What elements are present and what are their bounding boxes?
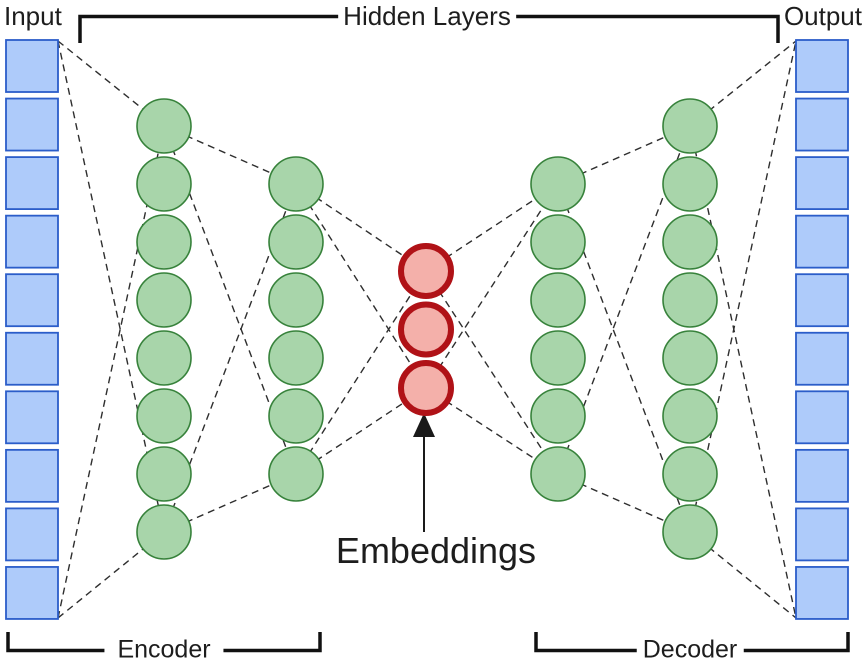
encoder-neuron [268, 446, 324, 502]
input-unit [5, 507, 59, 562]
decoder-neuron [530, 272, 586, 328]
decoder-neuron [530, 330, 586, 386]
output-unit [795, 566, 849, 620]
embedding-neuron [398, 301, 454, 358]
input-unit [5, 39, 59, 93]
decoder-neuron [662, 446, 718, 502]
decoder-neuron [530, 156, 586, 212]
input-label: Input [4, 1, 62, 31]
output-unit [795, 448, 849, 503]
connection-line [295, 270, 427, 475]
encoder-neuron [136, 388, 192, 444]
decoder-neuron [662, 388, 718, 444]
output-unit [795, 39, 849, 93]
encoder-neuron [136, 272, 192, 328]
decoder-neuron [662, 272, 718, 328]
input-unit [5, 331, 59, 386]
connection-line [689, 40, 797, 127]
encoder-neuron [136, 214, 192, 270]
encoder-neuron [136, 98, 192, 154]
input-unit [5, 448, 59, 503]
decoder-neuron [662, 330, 718, 386]
decoder-neuron [662, 156, 718, 212]
input-unit [5, 390, 59, 445]
encoder-neuron [136, 330, 192, 386]
embeddings-arrow-head [413, 413, 435, 437]
input-unit [5, 566, 59, 620]
decoder-label: Decoder [636, 636, 744, 664]
connection-line [689, 531, 797, 619]
connection-line [425, 270, 559, 475]
decoder-neuron [530, 446, 586, 502]
input-unit [5, 273, 59, 328]
output-unit [795, 273, 849, 328]
decoder-neuron [662, 504, 718, 560]
encoder-neuron [136, 156, 192, 212]
decoder-neuron [530, 214, 586, 270]
nodes-group [5, 39, 849, 620]
encoder-neuron [268, 330, 324, 386]
encoder-neuron [136, 446, 192, 502]
encoder-neuron [136, 504, 192, 560]
input-unit [5, 97, 59, 152]
encoder-neuron [268, 272, 324, 328]
input-unit [5, 156, 59, 211]
embeddings-label: Embeddings [335, 530, 537, 572]
encoder-neuron [268, 214, 324, 270]
connection-line [425, 183, 559, 389]
encoder-neuron [268, 388, 324, 444]
decoder-neuron [530, 388, 586, 444]
decoder-neuron [662, 214, 718, 270]
input-unit [5, 214, 59, 269]
decoder-neuron [662, 98, 718, 154]
hidden-layers-label: Hidden Layers [338, 2, 516, 31]
embedding-neuron [398, 360, 454, 416]
embedding-neuron [398, 243, 454, 299]
output-unit [795, 507, 849, 562]
encoder-neuron [268, 156, 324, 212]
output-unit [795, 331, 849, 386]
connection-line [295, 183, 427, 389]
encoder-label: Encoder [104, 636, 224, 664]
output-unit [795, 156, 849, 211]
output-unit [795, 97, 849, 152]
output-label: Output [783, 1, 862, 31]
embeddings-arrow-group [413, 413, 435, 532]
output-unit [795, 390, 849, 445]
output-unit [795, 214, 849, 269]
